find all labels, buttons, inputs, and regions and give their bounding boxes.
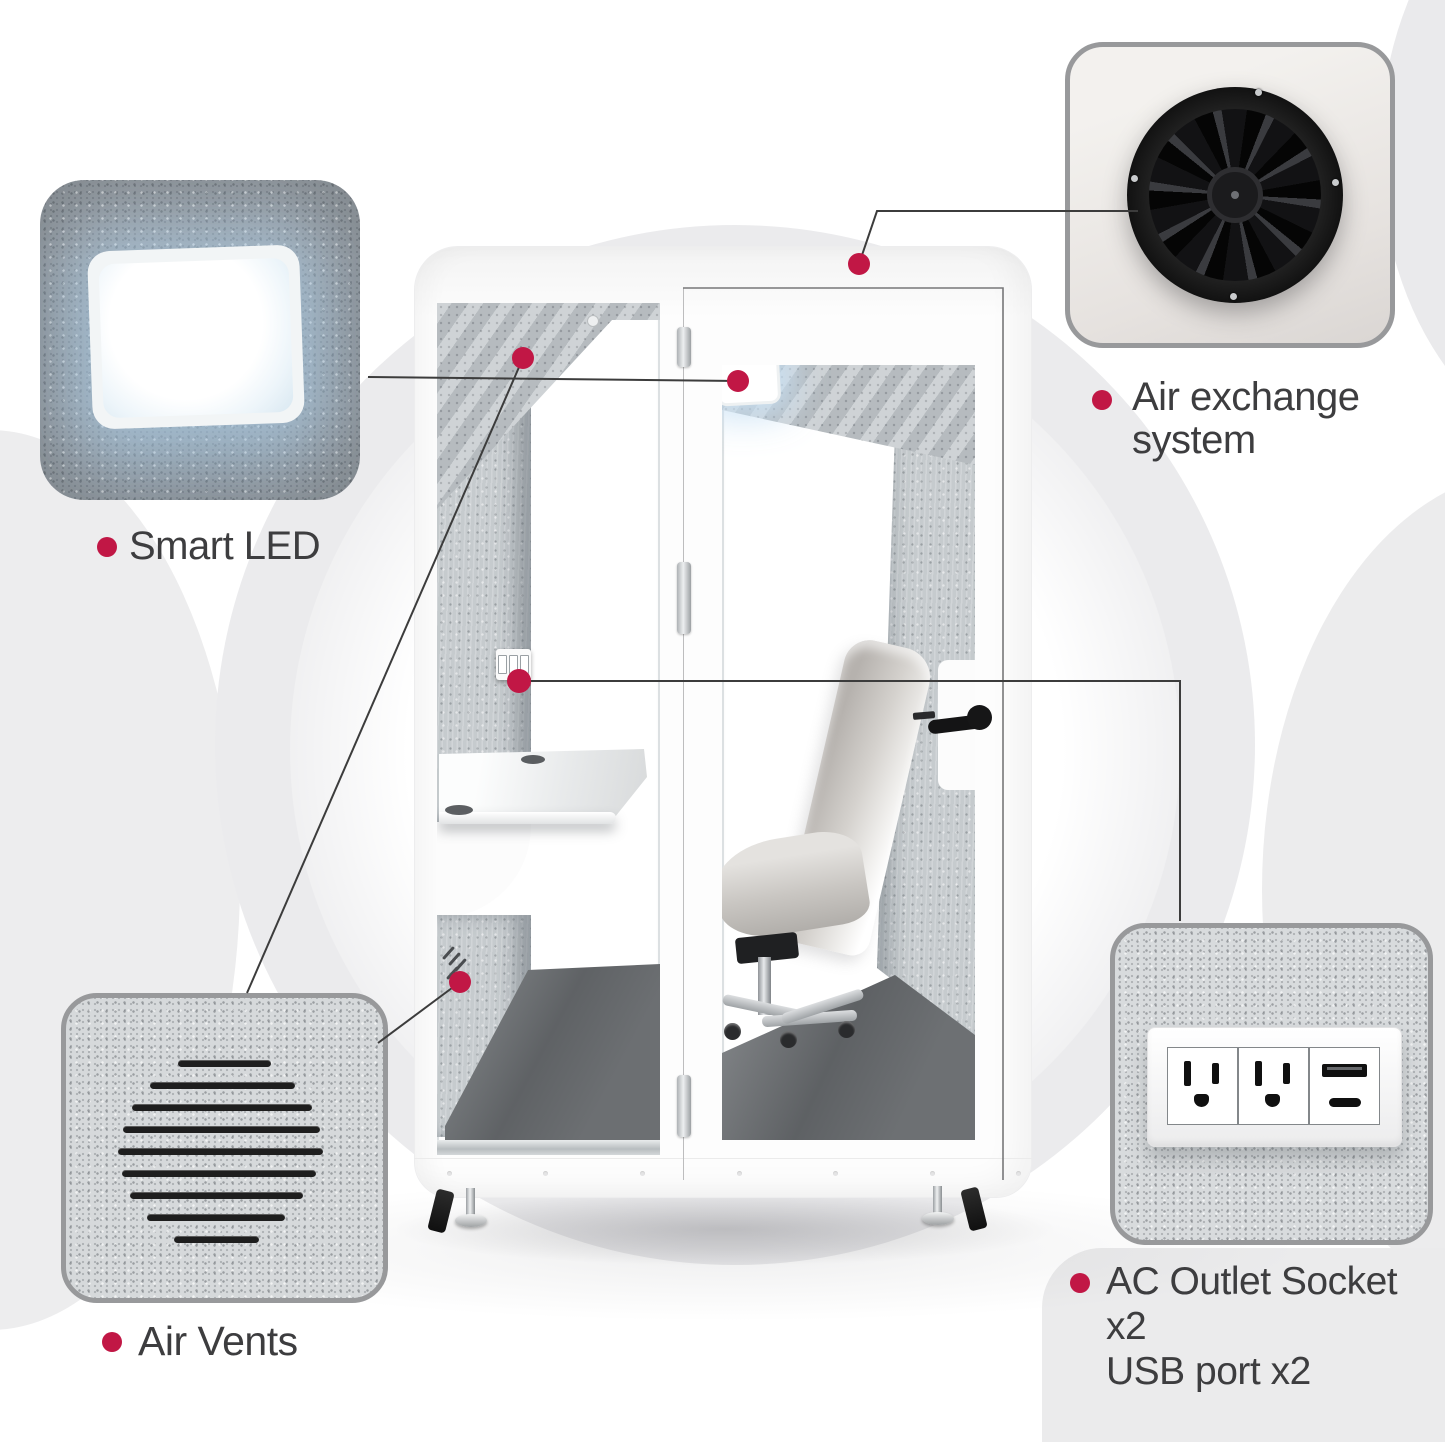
fan-hub [1207,167,1263,223]
base-rivet [1016,1171,1021,1176]
desk-grommet [445,805,473,815]
base-rivet [930,1171,935,1176]
screw-icon [1230,293,1237,300]
air-vents-label: Air Vents [102,1318,298,1365]
screw-icon [1332,179,1339,186]
vent-slot [174,1236,259,1243]
bullet-icon [97,536,117,557]
label-text: Smart LED [129,524,321,568]
door-hinge-gap [683,288,684,1180]
booth-door-glass [722,365,975,1140]
door-hinge [677,1075,691,1137]
outlet-plate-icon [1147,1027,1402,1147]
outlet-photo-card [1110,923,1433,1245]
fan-icon [1127,87,1343,303]
vent-slot [122,1170,316,1177]
bullet-icon [102,1331,122,1352]
chair-caster [724,1023,741,1040]
window-sill [437,1140,660,1155]
vent-slot [123,1126,320,1133]
vent-slot [130,1192,303,1199]
base-rivet [543,1171,548,1176]
screw-icon [1255,89,1262,96]
door-hinge [677,327,691,367]
vent-slot [132,1104,312,1111]
bullet-icon [1092,390,1112,410]
label-text: Air Vents [138,1318,298,1364]
screw-icon [1131,175,1138,182]
booth-leveler-base [455,1214,487,1227]
ac-outlet-icon [1238,1047,1309,1125]
booth-base-seam [414,1158,1032,1159]
usb-ports-icon [1309,1047,1380,1125]
base-rivet [737,1171,742,1176]
air-exchange-photo-card [1065,42,1395,348]
booth-leveler-base [922,1212,954,1225]
under-desk-cove [437,822,531,918]
booth-shadow [390,1192,1060,1266]
smart-led-photo-card [40,180,360,500]
background-blob-bottom-right [1042,1248,1445,1442]
air-vents-photo-card [61,993,388,1303]
booth-leveler [466,1188,475,1218]
desk-grommet [521,755,545,764]
led-glow-panel [98,257,294,419]
base-rivet [640,1171,645,1176]
office-chair [722,605,975,1140]
led-light-panel [722,365,782,407]
ac-outlet-icon [1167,1047,1238,1125]
chair-caster [780,1031,797,1048]
booth-side-window [437,303,660,1155]
chair-caster [838,1021,855,1038]
door-hinge [677,562,691,634]
bullet-icon [1070,1273,1090,1293]
vent-slot [118,1148,323,1155]
base-rivet [447,1171,452,1176]
base-rivet [833,1171,838,1176]
brand-badge [587,315,599,327]
vent-slot [147,1214,285,1221]
vent-slot [178,1060,271,1067]
led-light-icon [86,244,306,430]
smart-led-label: Smart LED [97,524,321,569]
door-handle-rosette [967,705,992,730]
interior-power-socket [496,649,531,680]
booth-leveler [933,1186,942,1216]
vent-slot [150,1082,295,1089]
